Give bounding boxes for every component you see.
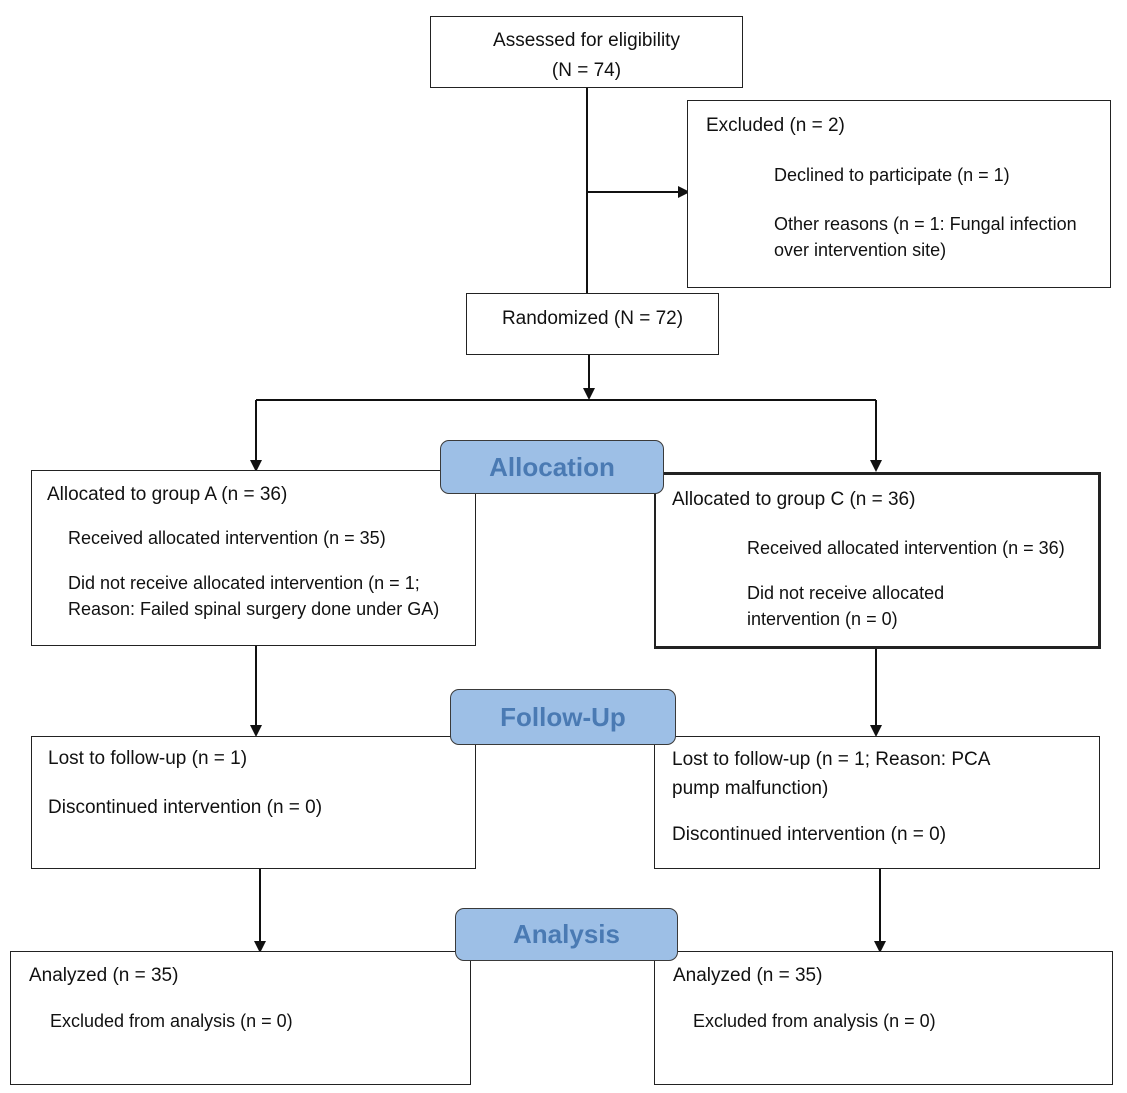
excluded-declined: Declined to participate (n = 1) (774, 165, 1010, 185)
allocation-stage-label: Allocation (440, 440, 664, 494)
group-c-analysis-box: Analyzed (n = 35) Excluded from analysis… (654, 951, 1113, 1085)
group-c-lost-line1: Lost to follow-up (n = 1; Reason: PCA (672, 749, 991, 770)
group-a-allocated: Allocated to group A (n = 36) (47, 484, 288, 505)
group-a-lost: Lost to follow-up (n = 1) (48, 748, 248, 769)
group-c-followup-box: Lost to follow-up (n = 1; Reason: PCA pu… (654, 736, 1100, 869)
group-a-received: Received allocated intervention (n = 35) (68, 528, 386, 548)
group-c-excluded-analysis: Excluded from analysis (n = 0) (693, 1011, 936, 1031)
group-a-discontinued: Discontinued intervention (n = 0) (48, 797, 323, 818)
eligibility-box: Assessed for eligibility (N = 74) (430, 16, 743, 88)
group-c-allocation-box: Allocated to group C (n = 36) Received a… (654, 472, 1101, 649)
group-a-allocation-box: Allocated to group A (n = 36) Received a… (31, 470, 476, 646)
follow-up-stage-label: Follow-Up (450, 689, 676, 745)
group-a-not-received-line2: Reason: Failed spinal surgery done under… (68, 599, 440, 619)
group-a-followup-box: Lost to follow-up (n = 1) Discontinued i… (31, 736, 476, 869)
excluded-box: Excluded (n = 2) Declined to participate… (687, 100, 1111, 288)
group-a-analyzed: Analyzed (n = 35) (29, 965, 179, 986)
group-c-discontinued: Discontinued intervention (n = 0) (672, 824, 947, 845)
excluded-other-line2: over intervention site) (774, 240, 947, 260)
group-c-not-received-line1: Did not receive allocated (747, 583, 945, 603)
group-c-analyzed: Analyzed (n = 35) (673, 965, 823, 986)
group-a-not-received-line1: Did not receive allocated intervention (… (68, 573, 420, 593)
group-a-excluded-analysis: Excluded from analysis (n = 0) (50, 1011, 293, 1031)
group-c-allocated: Allocated to group C (n = 36) (672, 489, 916, 510)
eligibility-label: Assessed for eligibility (493, 30, 680, 51)
group-c-received: Received allocated intervention (n = 36) (747, 538, 1065, 558)
group-c-lost-line2: pump malfunction) (672, 778, 829, 799)
randomized-label: Randomized (N = 72) (501, 308, 684, 329)
excluded-other-line1: Other reasons (n = 1: Fungal infection (774, 214, 1077, 234)
group-a-analysis-box: Analyzed (n = 35) Excluded from analysis… (10, 951, 471, 1085)
analysis-stage-label: Analysis (455, 908, 678, 961)
randomized-box: Randomized (N = 72) (466, 293, 719, 355)
excluded-title: Excluded (n = 2) (706, 115, 845, 136)
group-c-not-received-line2: intervention (n = 0) (747, 609, 898, 629)
eligibility-count: (N = 74) (551, 60, 622, 81)
